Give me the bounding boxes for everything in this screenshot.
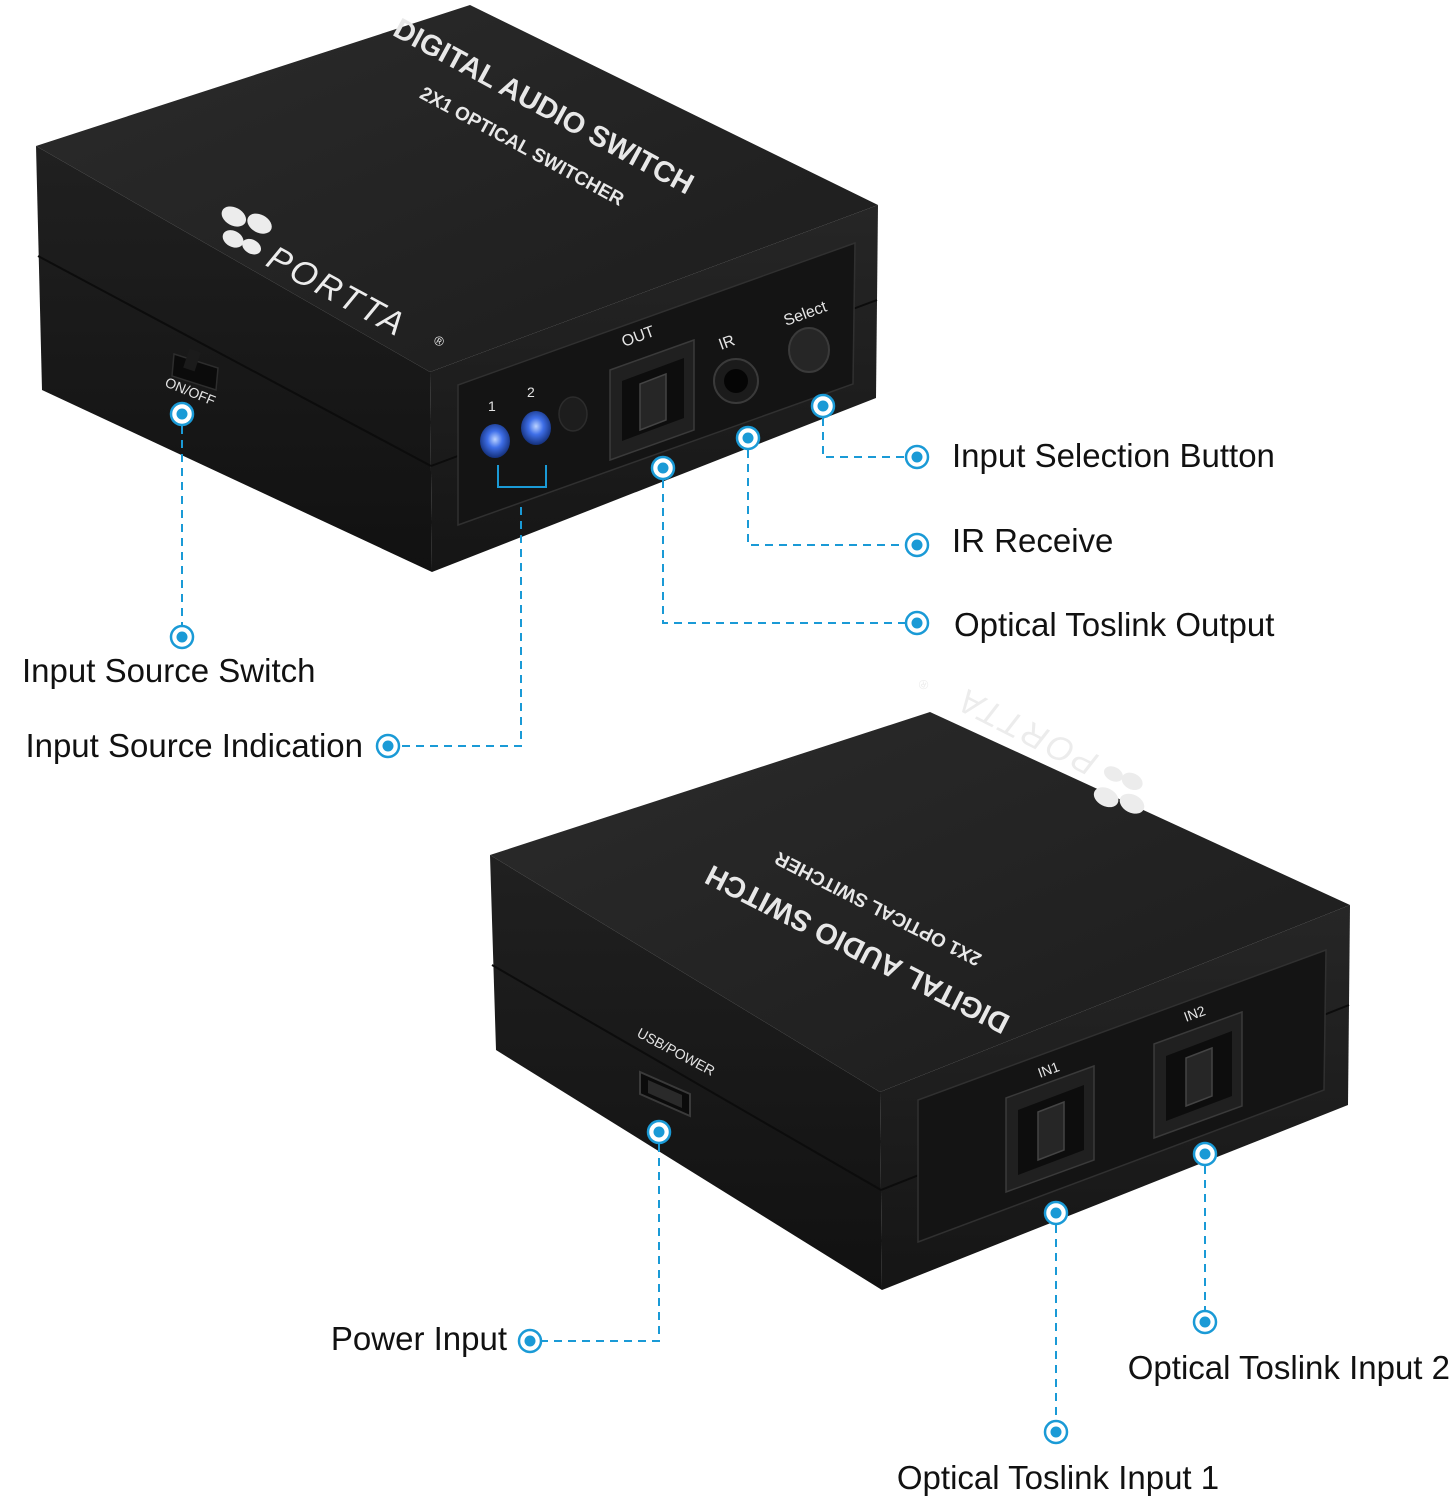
- dot-ir-receive-label: [904, 532, 930, 558]
- dot-ir-jack: [735, 425, 761, 451]
- led-bracket: [497, 465, 547, 488]
- bottom-unit-seam-left: [491, 964, 882, 1191]
- top-unit-seam-left: [37, 255, 432, 467]
- label-ir-receive: IR Receive: [952, 522, 1113, 559]
- top-unit-top-face: [36, 5, 878, 372]
- dot-input-selection-label: [904, 444, 930, 470]
- dot-power-input-label: [517, 1328, 543, 1354]
- label-input-selection-button: Input Selection Button: [952, 437, 1275, 474]
- top-switch-unit: DIGITAL AUDIO SWITCH 2X1 OPTICAL SWITCHE…: [36, 5, 878, 572]
- label-input-source-switch: Input Source Switch: [22, 652, 316, 689]
- select-button-icon[interactable]: [788, 327, 830, 373]
- label-optical-toslink-output: Optical Toslink Output: [954, 606, 1274, 643]
- dot-on-off-switch: [169, 401, 195, 427]
- in2-port-label: IN2: [1182, 1002, 1208, 1025]
- top-unit-left-face: [36, 146, 432, 572]
- bottom-unit-registered-mark: ®: [916, 676, 932, 694]
- dot-toslink-output-label: [904, 610, 930, 636]
- led-1-label: 1: [488, 398, 496, 414]
- on-off-slide-switch[interactable]: [171, 348, 219, 391]
- optical-out-port-icon: [609, 338, 695, 462]
- leader-ir-receive: [747, 450, 905, 546]
- leader-power-input: [542, 1144, 660, 1342]
- label-optical-toslink-input-2: Optical Toslink Input 2: [1128, 1349, 1450, 1386]
- dot-input-source-switch-label: [169, 624, 195, 650]
- optical-in2-port-icon: [1153, 1010, 1243, 1140]
- bottom-unit-left-face: [490, 855, 882, 1290]
- leader-input-source-indication: [400, 507, 522, 747]
- dot-in2-port: [1192, 1141, 1218, 1167]
- callout-labels: Input Selection Button IR Receive Optica…: [22, 437, 1450, 1496]
- dot-out-port: [650, 455, 676, 481]
- leader-input-selection-button: [822, 418, 905, 458]
- in1-port-label: IN1: [1036, 1058, 1062, 1081]
- dot-toslink-input-1-label: [1043, 1419, 1069, 1445]
- ir-port-label: IR: [717, 332, 738, 353]
- label-optical-toslink-input-1: Optical Toslink Input 1: [897, 1459, 1219, 1496]
- ir-sensor-window: [558, 396, 588, 432]
- label-power-input: Power Input: [331, 1320, 507, 1357]
- optical-in1-port-icon: [1005, 1064, 1095, 1194]
- dot-input-source-indication-label: [375, 733, 401, 759]
- input-led-2: [521, 411, 551, 445]
- dot-in1-port: [1043, 1200, 1069, 1226]
- bottom-switch-unit: DIGITAL AUDIO SWITCH 2X1 OPTICAL SWITCHE…: [490, 676, 1350, 1290]
- callout-leaders: [181, 418, 1206, 1420]
- dot-usb-port: [646, 1119, 672, 1145]
- dot-select-button: [810, 393, 836, 419]
- input-led-1: [480, 424, 510, 458]
- ir-jack-icon: [713, 358, 759, 404]
- led-2-label: 2: [527, 384, 535, 400]
- mini-usb-port-icon: [639, 1070, 691, 1118]
- bee-logo-icon: [221, 206, 272, 255]
- bee-logo-icon: [1093, 766, 1145, 814]
- dot-toslink-input-2-label: [1192, 1309, 1218, 1335]
- leader-optical-toslink-output: [662, 480, 905, 624]
- label-input-source-indication: Input Source Indication: [25, 727, 363, 764]
